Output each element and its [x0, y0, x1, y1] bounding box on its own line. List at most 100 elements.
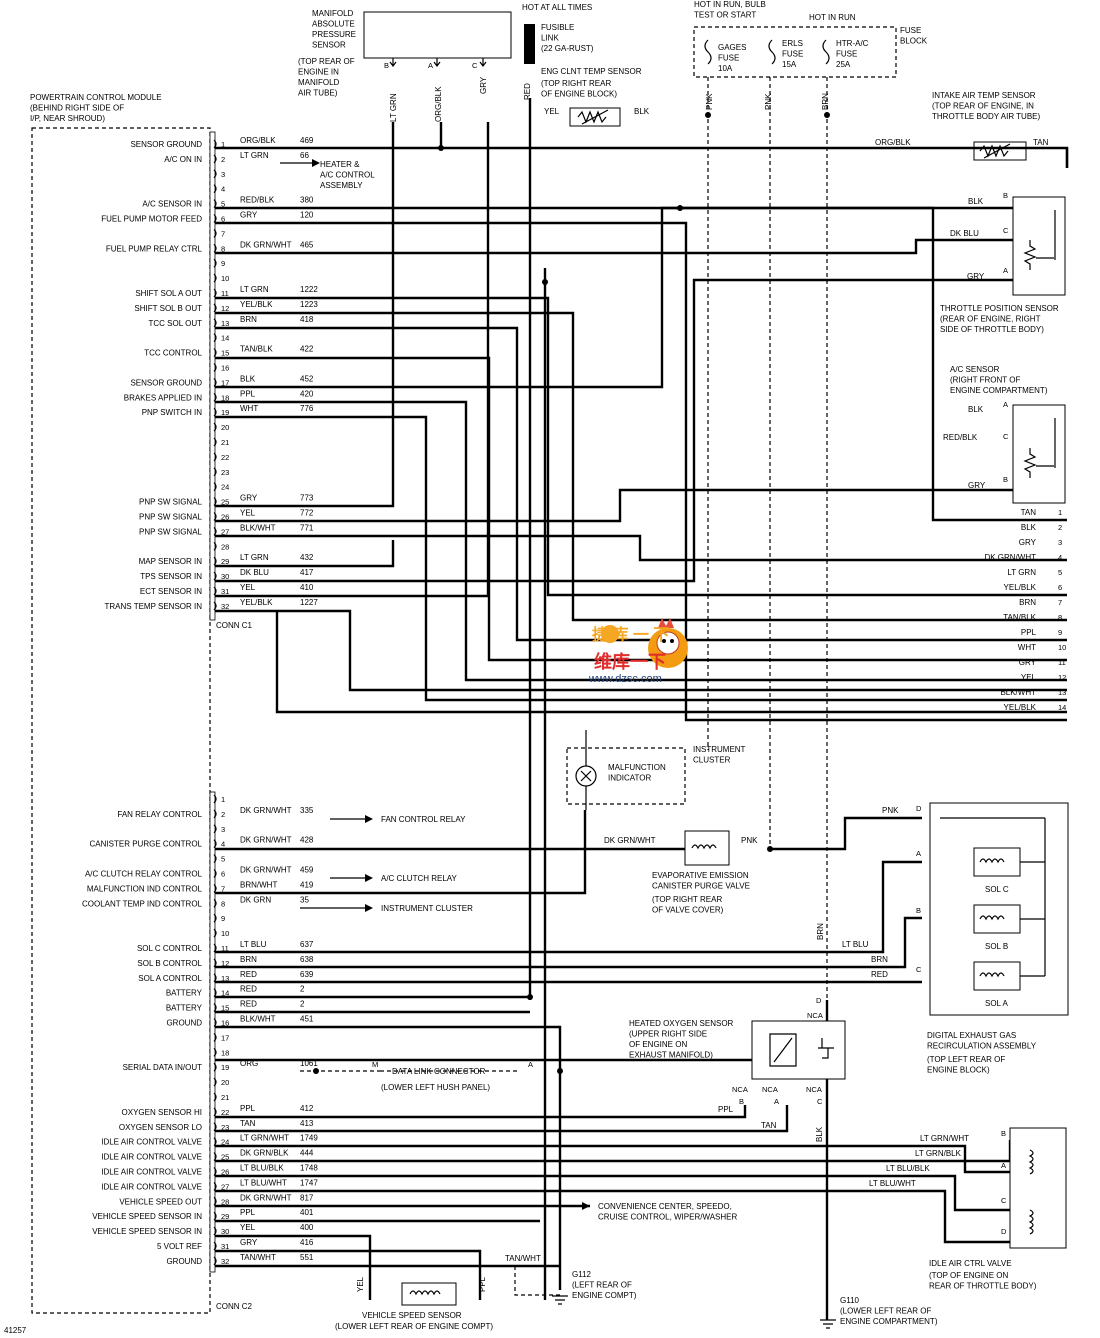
vss-title: VEHICLE SPEED SENSOR [362, 1311, 462, 1320]
iac-pin-a: A [1001, 1161, 1006, 1170]
text-line: (TOP REAR OF ENGINE, IN [932, 102, 1034, 111]
pin-wire-color: GRY [240, 494, 258, 503]
iac-pin-d: D [1001, 1227, 1007, 1236]
pin-function-label: 5 VOLT REF [157, 1242, 202, 1251]
dest-ac-clutch: A/C CLUTCH RELAY [381, 874, 458, 883]
pin-wire-color: RED [240, 985, 257, 994]
o2-pin-b: B [739, 1097, 744, 1106]
pin-function-label: A/C CLUTCH RELAY CONTROL [85, 870, 203, 879]
trans-pin-number: 3 [1058, 538, 1062, 547]
trans-wire-color: YEL [1021, 673, 1037, 682]
pin-function-label: IDLE AIR CONTROL VALVE [101, 1138, 202, 1147]
watermark-brand: 维库一下 [594, 651, 666, 672]
pin-number: 26 [221, 513, 229, 522]
pin-terminal [213, 1077, 217, 1087]
text-line: G110 [840, 1296, 860, 1305]
egr-pin-b: B [916, 906, 921, 915]
pin-row-21: 21 [213, 1092, 229, 1102]
pin-row-10: 10 [213, 928, 229, 938]
o2-wire-ppl: PPL [718, 1105, 734, 1114]
pin-row-28: 28 [213, 541, 229, 551]
text-line: MANIFOLD [298, 78, 340, 87]
pin-function-label: SOL A CONTROL [138, 974, 202, 983]
text-line: INSTRUMENT [693, 745, 746, 754]
o2-nca-4: NCA [807, 1011, 823, 1020]
pin-number: 25 [221, 498, 229, 507]
pin-terminal [213, 407, 217, 417]
o2-nca-3: NCA [806, 1085, 822, 1094]
pin-wire-color: DK GRN/WHT [240, 240, 292, 249]
ect-wire-yel: YEL [544, 107, 560, 116]
trans-pin-number: 7 [1058, 598, 1062, 607]
pin-row-1: 1 [213, 794, 225, 804]
pin-terminal [213, 214, 217, 223]
trans-pin-number: 14 [1058, 703, 1066, 712]
pin-function-label: SERIAL DATA IN/OUT [123, 1063, 203, 1072]
pin-wire-color: YEL/BLK [240, 598, 273, 607]
pin-row-22: 22 [213, 452, 229, 462]
pin-wire-color: LT GRN [240, 285, 269, 294]
pin-terminal [213, 913, 217, 923]
map-wire-ltgrn: LT GRN [389, 93, 398, 122]
pin-wire-color: PPL [240, 1104, 256, 1113]
pin-terminal [213, 928, 217, 938]
egr-pin-d: D [916, 804, 922, 813]
egr-wire-pnk: PNK [882, 806, 899, 815]
pin-number: 32 [221, 602, 229, 611]
pin-number: 21 [221, 1093, 229, 1102]
text-line: CANISTER PURGE VALVE [652, 882, 750, 891]
pin-number: 27 [221, 1182, 229, 1191]
pin-function-label: SHIFT SOL B OUT [134, 304, 202, 313]
pin-number: 6 [221, 215, 225, 224]
iat-sensor-box [973, 141, 1027, 161]
pin-terminal [213, 169, 217, 179]
pin-terminal [213, 1107, 217, 1117]
pin-number: 23 [221, 1123, 229, 1132]
pin-number: 19 [221, 408, 229, 417]
pin-terminal [213, 348, 217, 358]
trans-pin-number: 2 [1058, 523, 1062, 532]
pin-function-label: IDLE AIR CONTROL VALVE [101, 1153, 202, 1162]
pin-number: 28 [221, 1197, 229, 1206]
trans-wire-color: YEL/BLK [1004, 703, 1037, 712]
ac-pin-a: A [1003, 400, 1008, 409]
pin-wire-color: RED/BLK [240, 196, 275, 205]
pin-wire-color: BLK [240, 374, 256, 383]
pin-circuit-number: 1749 [300, 1134, 318, 1143]
egr-sol-a: SOL A [985, 999, 1008, 1008]
pin-row-10: 10 [213, 273, 229, 283]
pin-function-label: FUEL PUMP RELAY CTRL [106, 244, 203, 253]
tps-wire-gry: GRY [967, 272, 985, 281]
vss-wire-ppl: PPL [478, 1276, 487, 1292]
pin-circuit-number: 1227 [300, 598, 318, 607]
text-line: A/C CONTROL [320, 171, 375, 180]
trans-pin-number: 9 [1058, 628, 1062, 637]
pcm-title: POWERTRAIN CONTROL MODULE(BEHIND RIGHT S… [30, 93, 162, 123]
pin-circuit-number: 335 [300, 806, 314, 815]
pin-wire-color: BRN/WHT [240, 880, 277, 889]
text-line: ENGINE COMPARTMENT) [950, 386, 1048, 395]
pin-wire-color: DK GRN/WHT [240, 836, 292, 845]
pin-circuit-number: 428 [300, 836, 314, 845]
pin-wire-color: YEL [240, 1223, 256, 1232]
pin-number: 22 [221, 1108, 229, 1117]
pin-terminal [213, 794, 217, 804]
pin-row-17: 17 [213, 1032, 229, 1042]
map-sensor-pins: B A C [384, 58, 487, 70]
pin-number: 31 [221, 587, 229, 596]
pin-circuit-number: 120 [300, 211, 314, 220]
